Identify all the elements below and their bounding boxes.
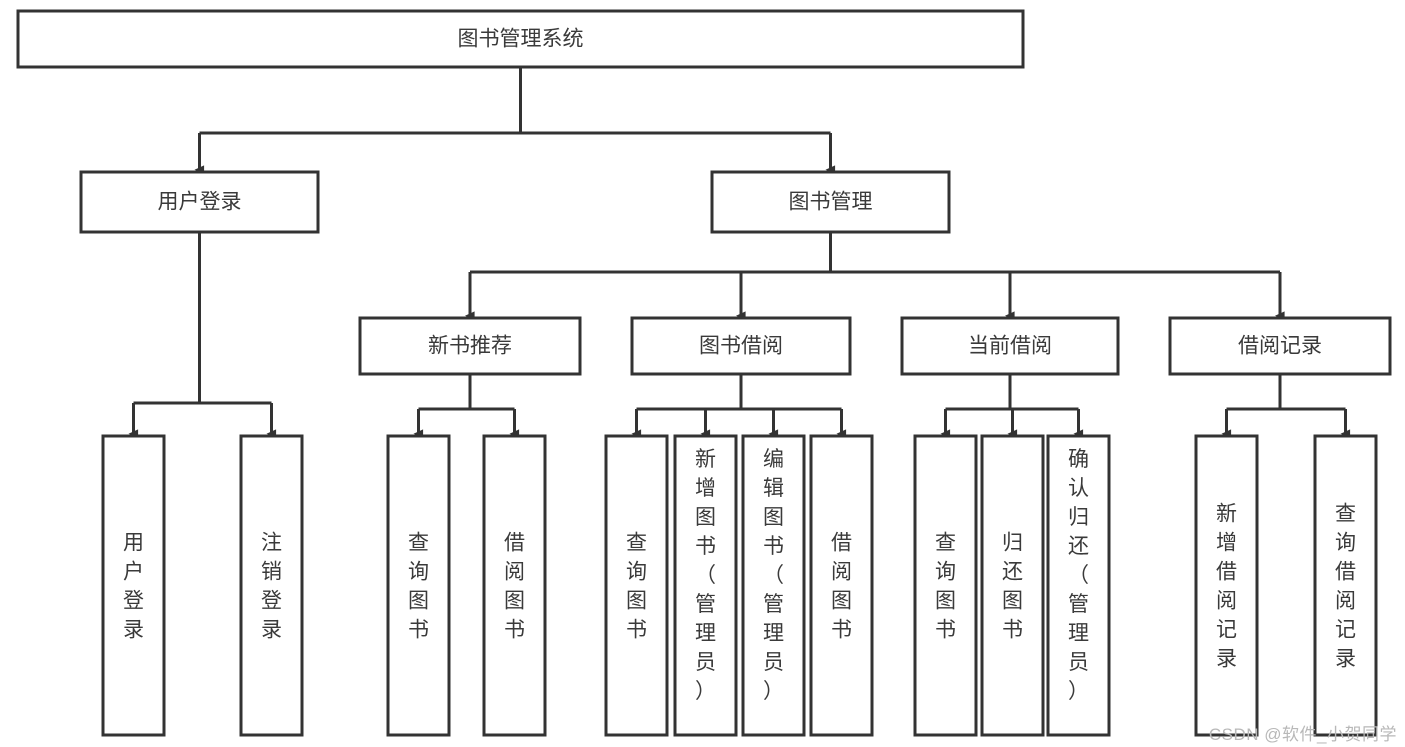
node-book-management[interactable]: 图书管理	[710, 170, 951, 234]
node-label-leaf-user-login: 用户登录	[123, 532, 144, 642]
node-box-root	[16, 9, 1025, 69]
node-label-user-login: 用户登录	[158, 191, 242, 214]
node-label-root: 图书管理系统	[458, 28, 584, 51]
node-leaf-user-login[interactable]: 用户登录	[101, 434, 166, 737]
node-box-leaf-logout	[239, 434, 304, 737]
node-label-leaf-edit-book: 编辑图书（管理员）	[763, 448, 784, 703]
node-label-leaf-add-book: 新增图书（管理员）	[695, 448, 716, 703]
node-leaf-confirm-return[interactable]: 确认归还（管理员）	[1046, 434, 1111, 737]
node-label-book-borrow: 图书借阅	[699, 335, 783, 358]
node-leaf-borrow-book-1[interactable]: 借阅图书	[482, 434, 547, 737]
node-box-leaf-query-record	[1313, 434, 1378, 737]
connector-current-borrow-to-leaves	[940, 374, 1084, 439]
node-box-leaf-return-book	[980, 434, 1045, 737]
node-leaf-borrow-book-2[interactable]: 借阅图书	[809, 434, 874, 737]
nodes-layer: 图书管理系统用户登录图书管理新书推荐图书借阅当前借阅借阅记录用户登录注销登录查询…	[16, 9, 1392, 737]
node-box-borrow-record	[1168, 316, 1392, 376]
node-label-new-book-recommend: 新书推荐	[428, 335, 512, 358]
node-box-book-management	[710, 170, 951, 234]
node-label-leaf-add-record: 新增借阅记录	[1216, 503, 1237, 671]
connector-book-management-to-level3	[465, 232, 1285, 321]
connector-borrow-record-to-leaves	[1221, 374, 1351, 439]
node-leaf-add-book[interactable]: 新增图书（管理员）	[673, 434, 738, 737]
node-label-leaf-query-book-2: 查询图书	[626, 532, 647, 642]
node-box-book-borrow	[630, 316, 852, 376]
node-box-leaf-add-book	[673, 434, 738, 737]
node-box-current-borrow	[900, 316, 1120, 376]
node-label-leaf-return-book: 归还图书	[1002, 532, 1023, 642]
connector-user-login-to-leaves	[128, 232, 277, 439]
node-leaf-query-book-1[interactable]: 查询图书	[386, 434, 451, 737]
node-user-login[interactable]: 用户登录	[79, 170, 320, 234]
node-box-leaf-query-book-3	[913, 434, 978, 737]
node-leaf-add-record[interactable]: 新增借阅记录	[1194, 434, 1259, 737]
node-box-leaf-edit-book	[741, 434, 806, 737]
node-label-leaf-query-book-3: 查询图书	[935, 532, 956, 642]
node-leaf-return-book[interactable]: 归还图书	[980, 434, 1045, 737]
node-leaf-query-book-3[interactable]: 查询图书	[913, 434, 978, 737]
node-label-leaf-borrow-book-1: 借阅图书	[504, 532, 525, 642]
edges-layer	[128, 67, 1351, 439]
connector-new-book-recommend-to-leaves	[413, 374, 520, 439]
node-leaf-query-book-2[interactable]: 查询图书	[604, 434, 669, 737]
node-box-leaf-borrow-book-2	[809, 434, 874, 737]
node-box-leaf-query-book-2	[604, 434, 669, 737]
node-label-current-borrow: 当前借阅	[968, 335, 1052, 358]
node-label-leaf-confirm-return: 确认归还（管理员）	[1068, 448, 1089, 703]
node-box-new-book-recommend	[358, 316, 582, 376]
node-label-leaf-query-book-1: 查询图书	[408, 532, 429, 642]
connector-root-to-level2	[194, 67, 836, 175]
node-label-leaf-logout: 注销登录	[261, 532, 282, 642]
node-current-borrow[interactable]: 当前借阅	[900, 316, 1120, 376]
node-leaf-edit-book[interactable]: 编辑图书（管理员）	[741, 434, 806, 737]
node-box-leaf-user-login	[101, 434, 166, 737]
node-book-borrow[interactable]: 图书借阅	[630, 316, 852, 376]
node-label-borrow-record: 借阅记录	[1238, 335, 1322, 358]
node-label-leaf-query-record: 查询借阅记录	[1335, 503, 1356, 671]
node-leaf-query-record[interactable]: 查询借阅记录	[1313, 434, 1378, 737]
node-box-leaf-confirm-return	[1046, 434, 1111, 737]
node-label-book-management: 图书管理	[789, 191, 873, 214]
node-leaf-logout[interactable]: 注销登录	[239, 434, 304, 737]
node-label-leaf-borrow-book-2: 借阅图书	[831, 532, 852, 642]
node-borrow-record[interactable]: 借阅记录	[1168, 316, 1392, 376]
connector-book-borrow-to-leaves	[631, 374, 847, 439]
node-root[interactable]: 图书管理系统	[16, 9, 1025, 69]
node-box-user-login	[79, 170, 320, 234]
node-box-leaf-borrow-book-1	[482, 434, 547, 737]
node-box-leaf-query-book-1	[386, 434, 451, 737]
node-new-book-recommend[interactable]: 新书推荐	[358, 316, 582, 376]
node-box-leaf-add-record	[1194, 434, 1259, 737]
